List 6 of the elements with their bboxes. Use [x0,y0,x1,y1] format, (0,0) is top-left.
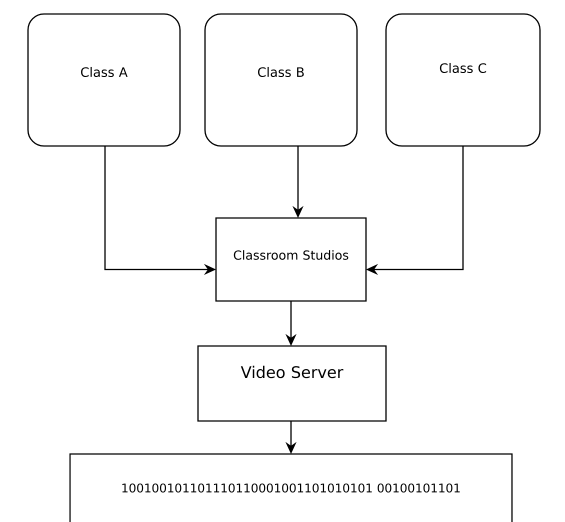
class-box: Class B [204,13,358,147]
process-box: Video Server [197,345,387,422]
class-box: Class C [385,13,541,147]
process-box: Classroom Studios [215,217,367,302]
class-box: Class A [27,13,181,147]
data-box: 100100101101110110001001101010101 00100101101 [69,453,513,522]
